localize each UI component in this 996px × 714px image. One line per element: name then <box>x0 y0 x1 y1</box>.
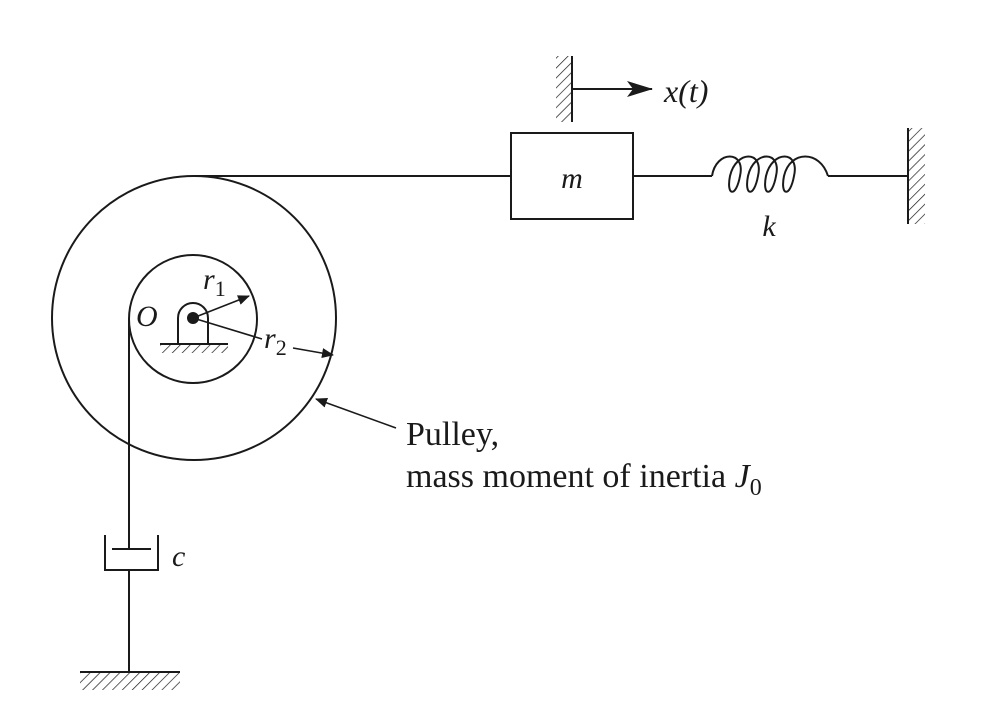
radius-r1-letter: r <box>203 263 215 296</box>
radius-r2-line <box>192 317 263 340</box>
pulley-label-line2-text: mass moment of inertia <box>406 458 735 495</box>
pivot-label: O <box>136 300 158 333</box>
damper-label: c <box>172 540 185 573</box>
radius-r2-arrow <box>292 347 334 359</box>
pulley-label-line2: mass moment of inertia J0 <box>406 458 762 501</box>
ground-hatch <box>80 673 180 690</box>
radius-r2-letter: r <box>264 322 276 355</box>
spring-label: k <box>762 210 776 243</box>
pulley-label-line1: Pulley, <box>406 416 499 453</box>
mass-label: m <box>561 162 583 195</box>
pulley-leader-arrow <box>315 398 397 429</box>
pivot-support <box>160 302 228 353</box>
radius-r1-subscript: 1 <box>215 276 226 301</box>
pulley-label-subscript: 0 <box>750 475 762 501</box>
radius-r2-subscript: 2 <box>276 335 287 360</box>
reference-wall <box>556 56 573 122</box>
radius-r2-label: r2 <box>264 322 287 360</box>
damper <box>80 535 180 690</box>
pivot-ground-hatch <box>160 345 228 353</box>
spring <box>711 155 829 193</box>
radius-r1-label: r1 <box>203 263 226 301</box>
inertia-symbol: J <box>735 458 752 495</box>
right-wall <box>907 128 925 224</box>
displacement-label: x(t) <box>663 73 708 109</box>
radius-r1-arrow <box>192 295 250 319</box>
